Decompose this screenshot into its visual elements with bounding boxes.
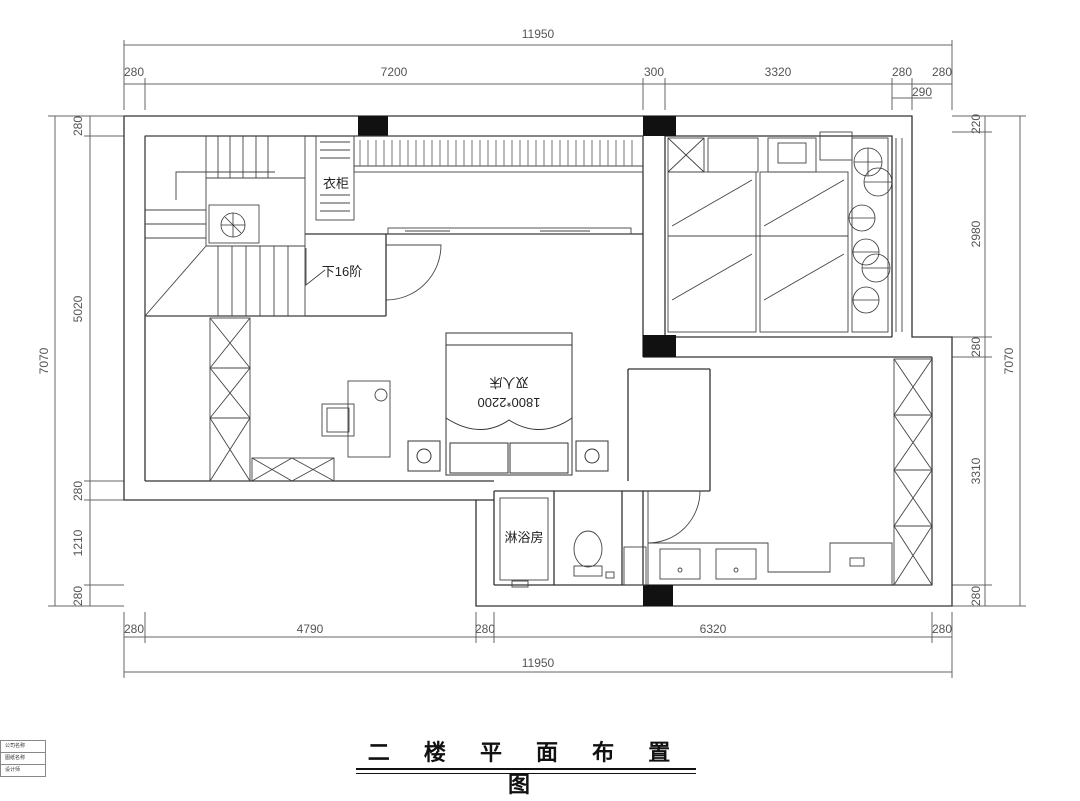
title-block-designer: 设计师 bbox=[5, 767, 21, 773]
door-swing bbox=[385, 244, 442, 301]
title-underline-thin bbox=[356, 773, 696, 774]
tall-cabinet-right bbox=[893, 358, 933, 586]
double-bed bbox=[407, 332, 609, 476]
wardrobe-long bbox=[353, 135, 644, 173]
structural-columns bbox=[358, 116, 676, 606]
shower-label: 淋浴房 bbox=[504, 530, 543, 545]
dim-bottom-2: 4790 bbox=[297, 622, 324, 636]
dim-bottom-4: 6320 bbox=[700, 622, 727, 636]
wardrobe-label: 衣柜 bbox=[323, 176, 349, 191]
dimension-text: 11950 280 7200 300 3320 280 280 290 280 … bbox=[37, 27, 1016, 670]
plant-icon bbox=[208, 204, 260, 244]
small-shelf bbox=[623, 546, 647, 586]
bed-label: 双人床 bbox=[489, 375, 528, 390]
dim-right-3: 280 bbox=[969, 337, 983, 357]
dim-bottom-total: 11950 bbox=[522, 656, 555, 670]
dim-top-total: 11950 bbox=[522, 27, 555, 41]
toilet-icon bbox=[573, 530, 615, 579]
dim-left-5: 280 bbox=[71, 586, 85, 606]
staircase bbox=[144, 135, 326, 317]
dim-top-3: 300 bbox=[644, 65, 664, 79]
title-block-company: 公司名称 bbox=[1, 741, 45, 753]
dim-bottom-3: 280 bbox=[475, 622, 495, 636]
dim-top-2: 7200 bbox=[381, 65, 408, 79]
dim-top-5: 280 bbox=[892, 65, 912, 79]
dim-right-4: 3310 bbox=[969, 457, 983, 484]
title-block-drawing: 图纸名称 bbox=[1, 753, 45, 765]
balcony-plants-icon bbox=[848, 147, 893, 314]
dim-left-3: 280 bbox=[71, 481, 85, 501]
drawing-title: 二 楼 平 面 布 置 图 bbox=[367, 740, 685, 797]
dim-left-1: 280 bbox=[71, 116, 85, 136]
wardrobe-small bbox=[315, 135, 355, 221]
stairs-down-label: 下16阶 bbox=[322, 264, 362, 279]
glass-partition bbox=[667, 131, 903, 333]
title-underline bbox=[356, 768, 696, 770]
dim-right-5: 280 bbox=[969, 586, 983, 606]
bed-size-label: 1800*2200 bbox=[478, 395, 541, 410]
dim-left-2: 5020 bbox=[71, 295, 85, 322]
wardrobe-slats bbox=[359, 140, 633, 166]
double-vanity bbox=[647, 542, 893, 585]
desk-and-chair bbox=[321, 380, 391, 458]
dim-right-1: 220 bbox=[969, 114, 983, 134]
dim-top-4: 3320 bbox=[765, 65, 792, 79]
low-cabinet bbox=[251, 457, 335, 482]
dim-top-sub: 290 bbox=[912, 85, 932, 99]
dim-right-total: 7070 bbox=[1002, 347, 1016, 374]
shower-enclosure bbox=[499, 497, 549, 588]
dim-right-2: 2980 bbox=[969, 220, 983, 247]
dim-bottom-5: 280 bbox=[932, 622, 952, 636]
tall-cabinet-left bbox=[209, 317, 251, 482]
bath-door-swing bbox=[647, 490, 701, 544]
dim-top-1: 280 bbox=[124, 65, 144, 79]
dim-top-6: 280 bbox=[932, 65, 952, 79]
title-block: 公司名称 图纸名称 设计师 bbox=[0, 740, 46, 777]
dim-bottom-1: 280 bbox=[124, 622, 144, 636]
dim-left-total: 7070 bbox=[37, 347, 51, 374]
sliding-door bbox=[387, 227, 632, 235]
dim-left-4: 1210 bbox=[71, 529, 85, 556]
dimension-lines bbox=[48, 40, 1026, 678]
